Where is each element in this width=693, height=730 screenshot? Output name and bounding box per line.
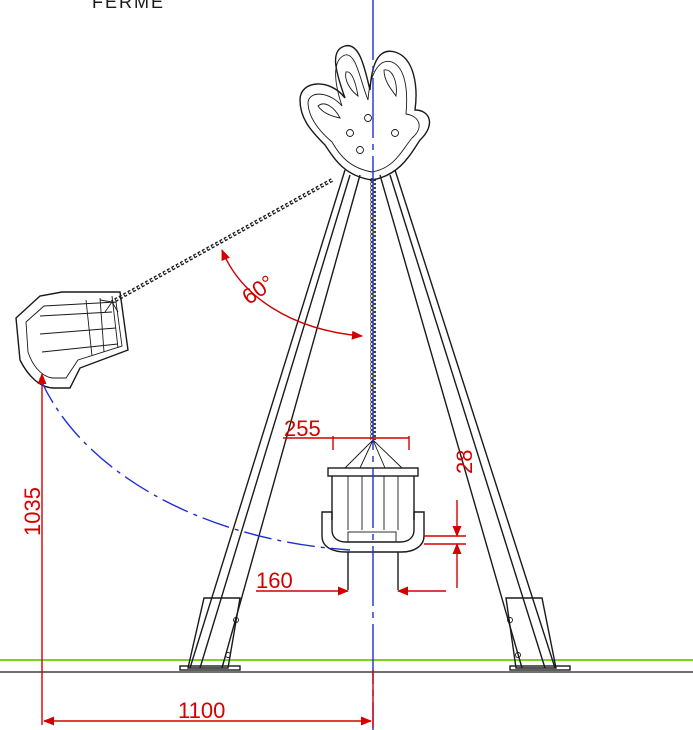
header-text: FERME [92,0,165,12]
claw-cap [299,45,431,181]
reach-dimension: 1100 [42,670,374,728]
seat-inner-label: 160 [256,568,293,593]
ground [0,659,693,673]
reach-label: 1100 [178,698,225,723]
angle-label: 60° [237,270,279,310]
seat-inner-dimension: 160 [256,568,446,596]
hanging-seat [321,439,425,590]
height-label: 1035 [20,487,45,536]
seat-width-dimension: 255 [283,416,410,450]
swung-seat [15,291,129,389]
seat-height-label: 28 [452,450,477,474]
angle-dimension: 60° [221,248,364,340]
height-dimension: 1035 [20,372,47,725]
centerline [39,0,374,730]
a-frame [179,169,571,671]
seat-width-label: 255 [284,416,321,441]
seat-height-dimension: 28 [424,450,477,588]
angled-chain [99,178,333,313]
